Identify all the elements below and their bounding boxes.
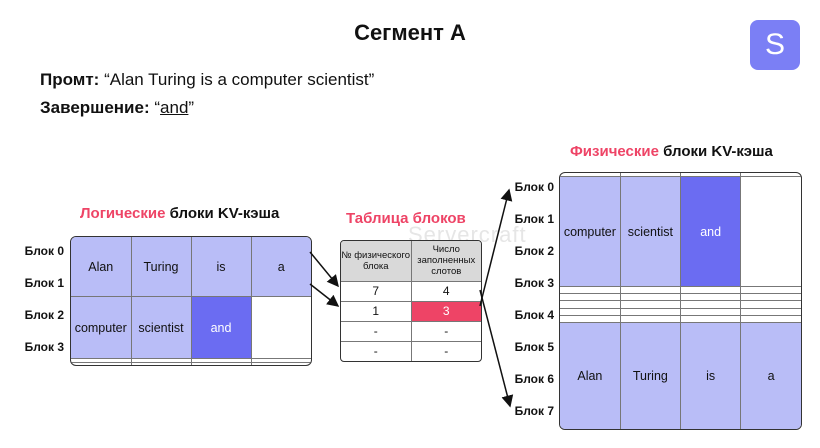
- token-cell: [250, 362, 311, 365]
- token-cell: is: [190, 237, 252, 298]
- arrow-table-to-physical7: [479, 289, 514, 408]
- token-cell: is: [679, 322, 742, 429]
- token-cell: Alan: [71, 237, 132, 298]
- completion-line: Завершение: “and”: [40, 98, 194, 118]
- block-row: [71, 362, 311, 365]
- logo-icon: S: [750, 20, 800, 70]
- arrow-logical1-to-table: [309, 283, 340, 307]
- block-row-label: Блок 0: [514, 180, 554, 194]
- completion-open-quote: “: [154, 98, 161, 117]
- block-row-label: Блок 1: [514, 212, 554, 226]
- token-cell: and: [190, 296, 252, 360]
- block-row-label: Блок 1: [24, 276, 64, 290]
- token-cell: computer: [560, 176, 621, 287]
- block-row-label: Блок 2: [514, 244, 554, 258]
- block-table-row: - -: [341, 320, 481, 342]
- block-row-label: Блок 2: [24, 308, 64, 322]
- token-cell: [250, 296, 311, 360]
- block-table-col-physical: № физического блока: [341, 241, 412, 282]
- token-cell: a: [250, 237, 311, 298]
- block-table-heading: Таблица блоков: [346, 210, 466, 227]
- token-cell: Alan: [560, 322, 621, 429]
- logical-heading-accent: Логические: [80, 205, 166, 222]
- block-row: [560, 315, 801, 324]
- token-cell: scientist: [130, 296, 192, 360]
- block-row-label: Блок 3: [24, 340, 64, 354]
- block-table-row: - -: [341, 340, 481, 361]
- block-row-label: Блок 7: [514, 404, 554, 418]
- token-cell: Turing: [619, 322, 682, 429]
- token-cell: scientist: [619, 176, 682, 287]
- completion-label: Завершение:: [40, 98, 150, 117]
- block-table-cell: -: [410, 320, 481, 342]
- token-cell: Turing: [130, 237, 192, 298]
- page-title: Сегмент A: [354, 20, 466, 45]
- physical-heading-accent: Физические: [570, 143, 659, 160]
- prompt-line: Промт: “Alan Turing is a computer scient…: [40, 70, 374, 90]
- arrow-logical0-to-table: [309, 251, 339, 288]
- block-row-label: Блок 6: [514, 372, 554, 386]
- block-row-label: Блок 4: [514, 308, 554, 322]
- block-table: № физического блока Число заполненных сл…: [340, 240, 482, 362]
- block-row-label: Блок 3: [514, 276, 554, 290]
- logical-heading-rest: блоки KV-кэша: [165, 205, 280, 222]
- block-table-col-filled: Число заполненных слотов: [410, 241, 481, 282]
- physical-heading: Физические блоки KV-кэша: [570, 143, 773, 160]
- prompt-text: “Alan Turing is a computer scientist”: [104, 70, 375, 89]
- physical-heading-rest: блоки KV-кэша: [658, 143, 773, 160]
- token-cell: [740, 315, 801, 324]
- completion-word: and: [160, 98, 189, 117]
- block-table-heading-text: Таблица блоков: [346, 210, 466, 227]
- completion-close-quote: ”: [188, 98, 195, 117]
- token-cell: computer: [71, 296, 132, 360]
- block-table-cell: -: [410, 340, 481, 361]
- token-cell: [740, 176, 801, 287]
- token-cell: a: [740, 322, 801, 429]
- block-row-label: Блок 5: [514, 340, 554, 354]
- token-cell: and: [679, 176, 742, 287]
- block-row-label: Блок 0: [24, 244, 64, 258]
- logical-heading: Логические блоки KV-кэша: [80, 205, 279, 222]
- prompt-label: Промт:: [40, 70, 100, 89]
- arrow-table-to-physical1: [479, 188, 513, 307]
